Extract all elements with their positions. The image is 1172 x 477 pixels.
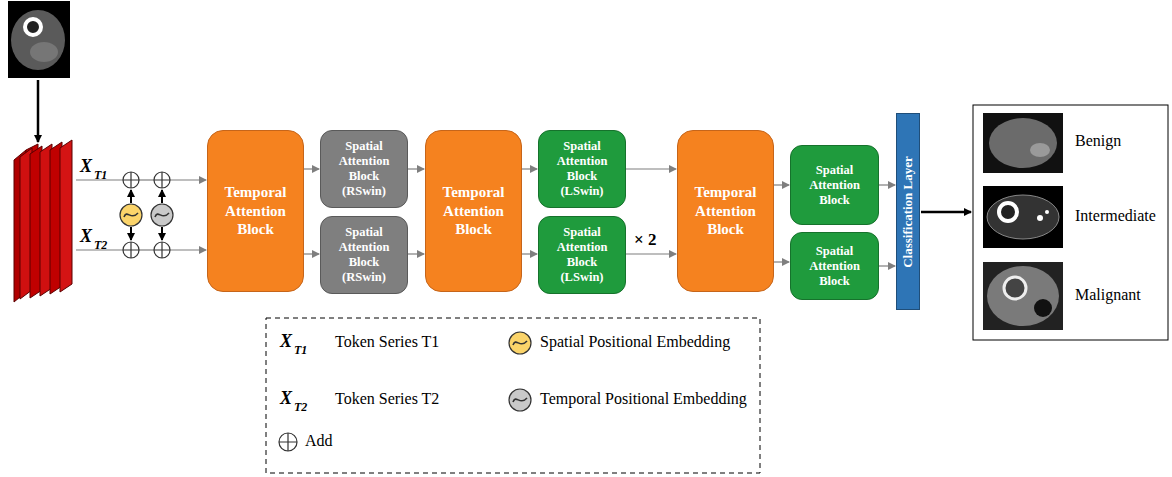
temporal-attention-block: Temporal Attention Block xyxy=(677,130,774,292)
block-label: Spatial Attention Block xyxy=(795,163,874,208)
spatial-attention-block: Spatial Attention Block (RSwin) xyxy=(320,216,408,294)
token-symbol: X xyxy=(280,331,292,351)
connector xyxy=(626,168,676,169)
spatial-attention-block: Spatial Attention Block xyxy=(790,232,879,300)
legend-add-symbol xyxy=(279,433,297,451)
legend-frame xyxy=(266,318,760,473)
input-arrow xyxy=(37,80,40,142)
token-symbol: X xyxy=(280,388,292,408)
output-arrow xyxy=(921,211,971,214)
legend-text: Add xyxy=(305,432,333,450)
token-stack xyxy=(14,140,72,302)
output-frame xyxy=(973,105,1168,340)
block-label: Temporal Attention Block xyxy=(212,183,299,239)
legend-text: Spatial Positional Embedding xyxy=(540,333,730,351)
add-symbols xyxy=(123,172,170,258)
legend-swatch xyxy=(507,387,533,413)
class-label: Benign xyxy=(1075,132,1121,150)
spatial-attention-block: Spatial Attention Block (LSwin) xyxy=(538,130,626,208)
spatial-attention-block: Spatial Attention Block xyxy=(790,145,879,225)
token-subscript: T2 xyxy=(294,400,307,414)
block-label: Spatial Attention Block (LSwin) xyxy=(543,139,621,199)
connector xyxy=(408,168,424,169)
connector xyxy=(626,253,676,254)
class-label: Malignant xyxy=(1075,286,1141,304)
connector xyxy=(774,261,789,262)
block-label: Temporal Attention Block xyxy=(430,183,517,239)
block-label: Spatial Attention Block (LSwin) xyxy=(543,225,621,285)
token-symbol: X xyxy=(80,156,92,176)
repeat-count: × 2 xyxy=(634,230,656,250)
legend-text: Token Series T1 xyxy=(335,333,439,351)
connector xyxy=(879,184,895,185)
spatial-attention-block: Spatial Attention Block (RSwin) xyxy=(320,130,408,208)
connector xyxy=(408,253,424,254)
token-symbol: X xyxy=(80,226,92,246)
legend-swatch xyxy=(507,330,533,356)
connector xyxy=(522,253,537,254)
embedding-symbols xyxy=(120,190,173,240)
temporal-attention-block: Temporal Attention Block xyxy=(207,130,304,292)
connector xyxy=(879,265,895,266)
block-label: Spatial Attention Block (RSwin) xyxy=(325,225,403,285)
connector xyxy=(304,253,319,254)
spatial-attention-block: Spatial Attention Block (LSwin) xyxy=(538,216,626,294)
legend-text: Temporal Positional Embedding xyxy=(540,390,747,408)
classification-layer: Classification Layer xyxy=(896,113,920,310)
class-label: Intermediate xyxy=(1075,207,1156,225)
block-label: Temporal Attention Block xyxy=(682,183,769,239)
output-images xyxy=(983,113,1063,330)
connector xyxy=(774,184,789,185)
ct-image xyxy=(8,1,70,78)
token-subscript: T1 xyxy=(94,168,107,182)
block-label: Classification Layer xyxy=(900,156,916,268)
block-label: Spatial Attention Block (RSwin) xyxy=(325,139,403,199)
token-subscript: T1 xyxy=(294,343,307,357)
token-subscript: T2 xyxy=(94,238,107,252)
connector xyxy=(304,168,319,169)
temporal-attention-block: Temporal Attention Block xyxy=(425,130,522,292)
connector xyxy=(522,168,537,169)
block-label: Spatial Attention Block xyxy=(795,244,874,289)
legend-text: Token Series T2 xyxy=(335,390,439,408)
